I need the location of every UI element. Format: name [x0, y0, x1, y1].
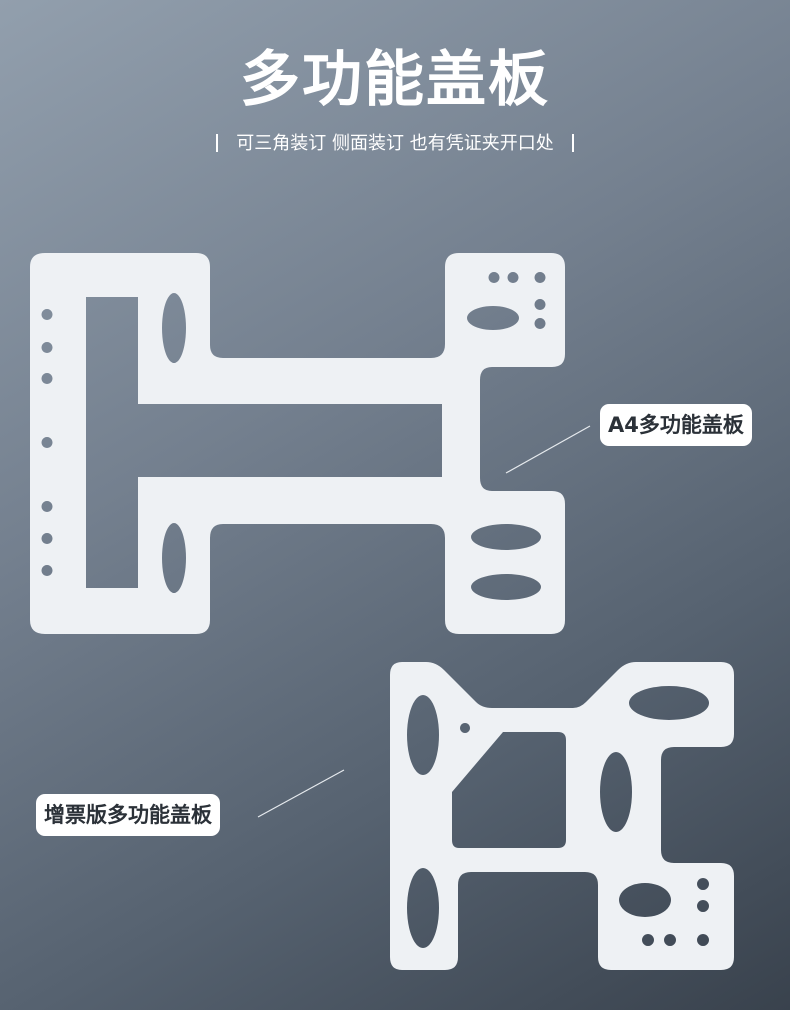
subtitle-text: 可三角装订 侧面装订 也有凭证夹开口处: [236, 133, 554, 154]
invoice-product-label: 增票版多功能盖板: [36, 794, 220, 836]
a4-product-label: A4多功能盖板: [600, 404, 752, 446]
invoice-plate-body: [390, 662, 734, 970]
page-title: 多功能盖板: [240, 45, 550, 115]
divider-right: [571, 134, 574, 152]
a4-pointer-line: [505, 425, 591, 474]
invoice-cover-plate: [390, 662, 734, 970]
subtitle-line: 可三角装订 侧面装订 也有凭证夹开口处: [0, 132, 790, 156]
divider-left: [216, 134, 219, 152]
a4-cover-plate: [30, 253, 565, 634]
invoice-pointer-line: [257, 769, 345, 818]
a4-plate-body: [30, 253, 565, 634]
